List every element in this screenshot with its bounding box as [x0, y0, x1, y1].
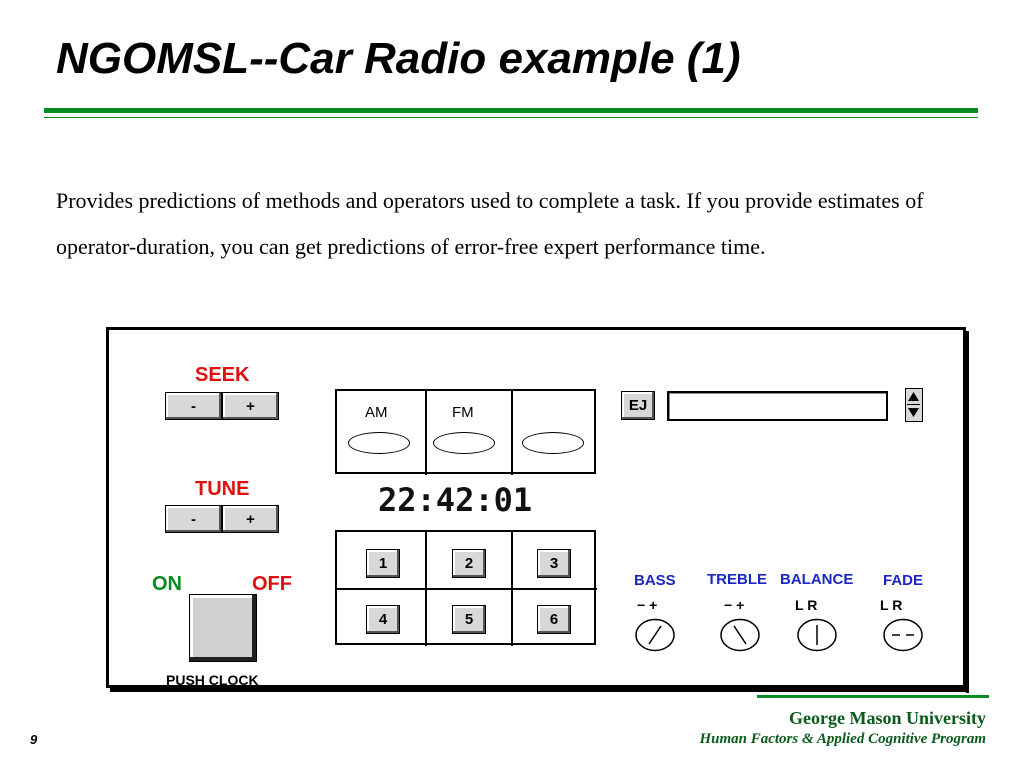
preset-divider: [336, 588, 597, 590]
on-label: ON: [152, 573, 182, 595]
up-down-arrow-icon: [907, 392, 920, 417]
title-divider-thin: [44, 117, 978, 118]
seek-minus-button[interactable]: -: [165, 392, 222, 420]
clock-display: 22:42:01: [378, 481, 533, 519]
treble-knob-icon[interactable]: [720, 618, 760, 652]
footer-divider: [757, 695, 989, 698]
bass-minus-plus: − +: [637, 597, 658, 613]
fm-band-button[interactable]: [433, 432, 495, 454]
eject-button[interactable]: EJ: [621, 391, 655, 420]
am-band-button[interactable]: [348, 432, 410, 454]
band-selector: [335, 389, 596, 475]
power-push-button[interactable]: [189, 594, 257, 662]
slide-title: NGOMSL--Car Radio example (1): [56, 34, 741, 83]
panel-shadow-bottom: [110, 688, 969, 692]
band-divider: [511, 390, 513, 475]
fade-l-r: L R: [880, 597, 903, 613]
am-label: AM: [365, 404, 388, 421]
fade-label: FADE: [883, 572, 924, 589]
treble-minus-plus: − +: [724, 597, 745, 613]
bass-knob-icon[interactable]: [635, 618, 675, 652]
panel-shadow-right: [966, 331, 969, 693]
slide-body-text: Provides predictions of methods and oper…: [56, 188, 924, 259]
fm-label: FM: [452, 404, 474, 421]
tune-minus-button[interactable]: -: [165, 505, 222, 533]
tune-label: TUNE: [195, 478, 250, 500]
band-divider: [425, 390, 427, 475]
preset-button-1[interactable]: 1: [366, 549, 400, 578]
treble-label: TREBLE: [707, 571, 767, 588]
display-spinner[interactable]: [905, 388, 923, 422]
balance-l-r: L R: [795, 597, 818, 613]
bass-label: BASS: [634, 572, 676, 589]
preset-button-2[interactable]: 2: [452, 549, 486, 578]
seek-label: SEEK: [195, 364, 250, 386]
third-band-button[interactable]: [522, 432, 584, 454]
footer-program: Human Factors & Applied Cognitive Progra…: [699, 731, 986, 747]
footer-university: George Mason University: [789, 708, 986, 728]
tune-plus-button[interactable]: +: [222, 505, 279, 533]
preset-button-6[interactable]: 6: [537, 605, 571, 634]
push-clock-label: PUSH CLOCK: [166, 672, 259, 688]
balance-knob-icon[interactable]: [797, 618, 837, 652]
preset-button-3[interactable]: 3: [537, 549, 571, 578]
seek-plus-button[interactable]: +: [222, 392, 279, 420]
balance-label: BALANCE: [780, 571, 854, 588]
preset-button-4[interactable]: 4: [366, 605, 400, 634]
tape-display: [667, 391, 888, 421]
page-number: 9: [30, 732, 38, 747]
off-label: OFF: [252, 573, 292, 595]
title-divider: [44, 108, 978, 113]
preset-button-5[interactable]: 5: [452, 605, 486, 634]
preset-grid: [335, 530, 597, 646]
fade-knob-icon[interactable]: [883, 618, 923, 652]
